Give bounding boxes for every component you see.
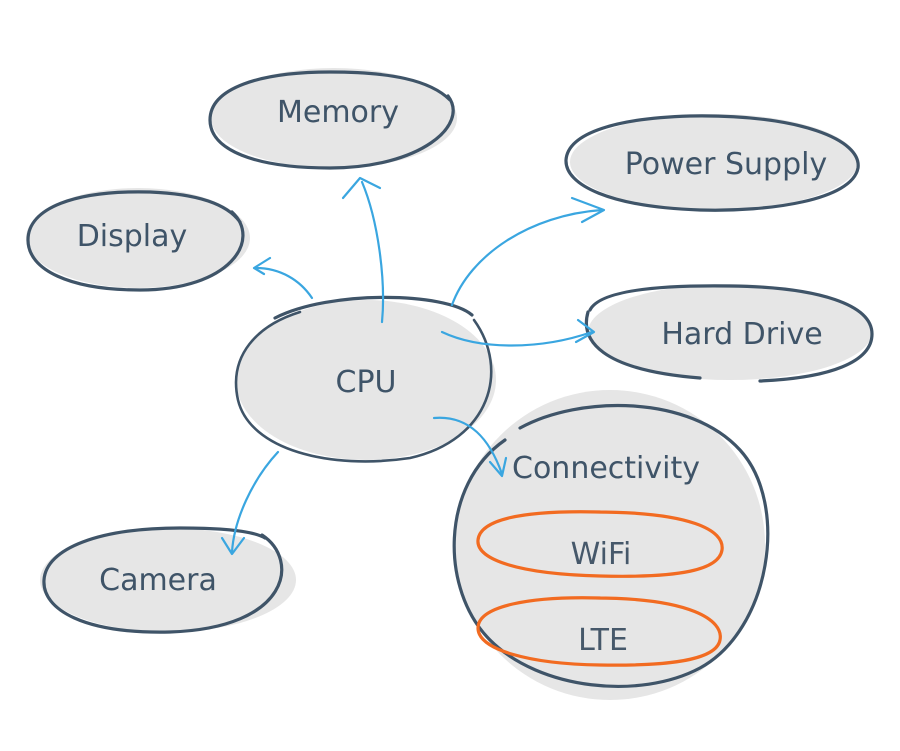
node-hard-drive: Hard Drive [584, 284, 874, 383]
node-connectivity: Connectivity WiFi LTE [452, 390, 770, 700]
camera-label: Camera [99, 563, 217, 598]
display-label: Display [77, 219, 188, 254]
node-power-supply: Power Supply [564, 114, 860, 212]
lte-label: LTE [578, 623, 628, 658]
power-supply-label: Power Supply [625, 147, 827, 182]
node-camera: Camera [40, 526, 296, 634]
arrow-cpu-camera [220, 450, 280, 556]
arrow-cpu-connectivity [432, 416, 508, 478]
arrow-cpu-display [252, 256, 314, 300]
arrow-cpu-hard-drive [440, 318, 596, 347]
node-memory: Memory [208, 68, 457, 170]
connectivity-label: Connectivity [512, 451, 700, 486]
wifi-label: WiFi [571, 537, 632, 572]
arrow-cpu-power-supply [450, 196, 606, 307]
cpu-label: CPU [336, 365, 397, 400]
arrow-cpu-memory [341, 176, 385, 324]
node-cpu: CPU [234, 295, 496, 463]
memory-label: Memory [277, 95, 399, 130]
node-display: Display [26, 188, 250, 292]
node-wifi: WiFi [476, 510, 724, 578]
node-lte: LTE [476, 596, 722, 667]
hard-drive-label: Hard Drive [661, 317, 822, 352]
